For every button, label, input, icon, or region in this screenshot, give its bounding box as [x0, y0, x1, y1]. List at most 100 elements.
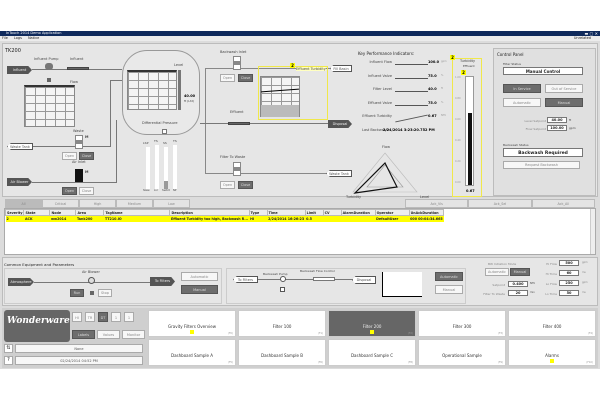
gauge-tick: 0.20 [455, 160, 461, 163]
filter-to-waste-valve[interactable] [233, 162, 241, 176]
nav-label: Alarms [545, 353, 559, 358]
column-header[interactable]: Severity [4, 209, 25, 216]
column-header[interactable]: UnAckDuration [408, 209, 445, 216]
small-button[interactable]: TR [85, 312, 95, 322]
column-header[interactable]: Time [266, 209, 306, 216]
ftw-time-input[interactable]: 20 [508, 290, 528, 296]
backwash-pump-checkbox[interactable] [280, 287, 285, 292]
atmosphere-button[interactable]: Atmosphere [8, 278, 34, 286]
in-service-button[interactable]: In Service [503, 84, 541, 93]
mode-labels-button[interactable]: Labels [72, 330, 95, 339]
manual-button[interactable]: Manual [545, 98, 583, 107]
nav-filter-400[interactable]: Filter 400(F4) [508, 310, 596, 337]
level-setpoint-input[interactable]: 40.00 [547, 117, 567, 123]
waste-tank-button-2[interactable]: Waste Tank [326, 170, 352, 177]
backwash-pump-icon[interactable] [280, 276, 286, 282]
level-value: 40.00 [184, 94, 196, 98]
effluent-valve[interactable] [228, 122, 250, 125]
air-inlet-valve[interactable] [75, 169, 83, 183]
small-button[interactable]: DT [98, 312, 108, 322]
swap-icon[interactable]: ⇅ [4, 344, 13, 353]
column-header[interactable]: Description [169, 209, 250, 216]
ftw-open-button[interactable]: Open [220, 181, 235, 189]
ftw-close-button[interactable]: Close [238, 181, 253, 189]
air-open-button[interactable]: Open [62, 187, 77, 195]
nav-dashboard-sample-a[interactable]: Dashboard Sample A(F5) [148, 339, 236, 366]
disposal-button[interactable]: Disposal [328, 120, 352, 128]
alarm-tab-medium[interactable]: Medium [116, 199, 153, 208]
backwash-disposal-button[interactable]: Disposal [352, 276, 376, 284]
ack-tab[interactable]: Ack_Sel [468, 199, 532, 208]
hi_flow-input[interactable]: 500 [559, 260, 579, 266]
backwash-flow-control-label: Backwash Flow Control [300, 269, 335, 273]
nav-filter-300[interactable]: Filter 300(F3) [418, 310, 506, 337]
alarm-tab-critical[interactable]: Critical [42, 199, 79, 208]
bw-automatic-button[interactable]: Automatic [435, 272, 463, 281]
air-blower-button[interactable]: Air Blower [7, 178, 32, 186]
hi_time-input[interactable]: 60 [559, 270, 579, 276]
waste-open-button[interactable]: Open [62, 152, 77, 160]
menu-logs[interactable]: Logs [13, 36, 22, 40]
init-automatic-button[interactable]: Automatic [485, 268, 509, 276]
to-filters-left-button[interactable]: To Filters [233, 276, 258, 283]
ack-tab[interactable]: Ack_Vis [405, 199, 469, 208]
user-field[interactable]: None [15, 344, 143, 353]
nav-gravity-filters-overview[interactable]: Gravity Filters Overview(F0) [148, 310, 236, 337]
nav-operational-sample[interactable]: Operational Sample(F9) [418, 339, 506, 366]
menu-file[interactable]: File [2, 36, 8, 40]
backwash-open-button[interactable]: Open [220, 74, 235, 82]
kpi-radar-chart [352, 152, 418, 194]
ack-tab[interactable]: Ack_All [531, 199, 595, 208]
backwash-flow-valve[interactable] [313, 277, 335, 281]
mode-values-button[interactable]: Values [97, 330, 120, 339]
to-filters-button[interactable]: To Filters [150, 277, 175, 286]
column-header[interactable]: Operator [374, 209, 410, 216]
window-controls[interactable]: ▬ ▢ ✕ [584, 31, 598, 36]
alarm-tab-high[interactable]: High [79, 199, 116, 208]
influent-button[interactable]: Influent [7, 66, 32, 74]
lo_time-input[interactable]: 50 [559, 290, 579, 296]
nav-dashboard-sample-b[interactable]: Dashboard Sample B(F6) [238, 339, 326, 366]
nav-dashboard-sample-c[interactable]: Dashboard Sample C(F8) [328, 339, 416, 366]
alarm-tab-all[interactable]: All [5, 199, 42, 208]
nav-filter-200[interactable]: Filter 200(F2) [328, 310, 416, 337]
blower-icon[interactable] [88, 277, 95, 284]
blower-automatic-button[interactable]: Automatic [181, 272, 218, 281]
help-button[interactable]: ? [4, 356, 13, 365]
lo_flow-input[interactable]: 250 [559, 280, 579, 286]
blower-manual-button[interactable]: Manual [181, 285, 218, 294]
backwash-inlet-valve[interactable] [233, 56, 241, 70]
level-setpoint-label: Level Setpoint [524, 119, 546, 123]
waste-tank-button[interactable]: Waste Tank [7, 143, 33, 150]
influent-valve[interactable] [67, 67, 89, 70]
pump-icon[interactable] [45, 63, 53, 70]
bw-manual-button[interactable]: Manual [435, 285, 463, 294]
run-button[interactable]: Run [70, 289, 84, 297]
waste-close-button[interactable]: Close [79, 152, 94, 160]
flow-setpoint-input[interactable]: 100.00 [547, 125, 567, 131]
setpoint-input[interactable]: 0.400 [508, 281, 528, 287]
nav-filter-100[interactable]: Filter 100(F1) [238, 310, 326, 337]
mode-monitor-button[interactable]: Monitor [122, 330, 145, 339]
out-of-service-button[interactable]: Out of Service [545, 84, 583, 93]
turbidity-trend [260, 76, 300, 117]
bar-label: Switch [162, 189, 171, 192]
small-button[interactable]: 1 [124, 312, 134, 322]
nav-alarms[interactable]: Alarms(F10) [508, 339, 596, 366]
automatic-button[interactable]: Automatic [503, 98, 541, 107]
table-cell: DefaultUser [375, 215, 410, 222]
alarm-scrollbar[interactable] [590, 209, 595, 254]
menu-native[interactable]: Native [27, 36, 40, 40]
air-close-button[interactable]: Close [79, 187, 94, 195]
init-manual-button[interactable]: Manual [510, 268, 530, 276]
request-backwash-button[interactable]: Request Backwash [503, 161, 580, 169]
small-button[interactable]: HI [72, 312, 82, 322]
small-button[interactable]: 1 [111, 312, 121, 322]
backwash-close-button[interactable]: Close [238, 74, 253, 82]
waste-valve[interactable] [75, 135, 83, 149]
alarm-tab-low[interactable]: Low [153, 199, 190, 208]
fill-basin-button[interactable]: Fill Basin [330, 65, 352, 72]
stop-button[interactable]: Stop [98, 289, 112, 297]
